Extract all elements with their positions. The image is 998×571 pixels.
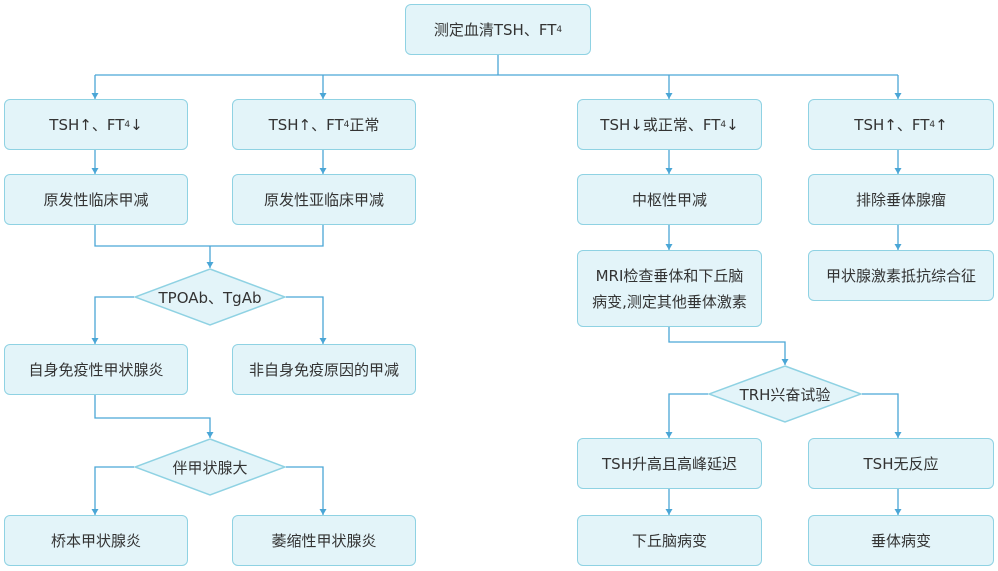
connector-arrowhead bbox=[91, 168, 99, 174]
connector-arrowhead bbox=[894, 168, 902, 174]
flow-link bbox=[668, 327, 786, 365]
node-central-hypo: 中枢性甲减 bbox=[577, 174, 762, 225]
connector-arrowhead bbox=[665, 93, 673, 99]
connector-arrowhead bbox=[894, 244, 902, 250]
decision-label: 伴甲状腺大 bbox=[172, 458, 248, 477]
connector-arrowhead bbox=[781, 359, 789, 365]
connector-arrowhead bbox=[894, 509, 902, 515]
node-hypothalamic-lesion: 下丘脑病变 bbox=[577, 515, 762, 566]
connector-arrowhead bbox=[665, 509, 673, 515]
connector-arrowhead bbox=[206, 432, 214, 438]
decision-branch bbox=[286, 466, 324, 515]
connector-arrowhead bbox=[91, 93, 99, 99]
flow-link bbox=[94, 395, 211, 438]
node-primary-clinical-hypo: 原发性临床甲减 bbox=[4, 174, 188, 225]
connector-arrowhead bbox=[665, 432, 673, 438]
node-thyroid-hormone-resistance: 甲状腺激素抵抗综合征 bbox=[808, 250, 994, 301]
decision-tpoab-tgab: TPOAb、TgAb bbox=[134, 268, 286, 326]
connector-arrowhead bbox=[91, 509, 99, 515]
merge-bus bbox=[94, 225, 324, 247]
decision-branch bbox=[94, 466, 134, 515]
node-hashimoto: 桥本甲状腺炎 bbox=[4, 515, 188, 566]
decision-branch bbox=[94, 296, 134, 344]
node-exclude-pituitary-tumor: 排除垂体腺瘤 bbox=[808, 174, 994, 225]
connector-arrowhead bbox=[206, 262, 214, 268]
node-tsh-no-response: TSH无反应 bbox=[808, 438, 994, 489]
decision-with-goiter: 伴甲状腺大 bbox=[134, 438, 286, 496]
node-primary-subclinical-hypo: 原发性亚临床甲减 bbox=[232, 174, 416, 225]
node-tsh-rise-delayed-peak: TSH升高且高峰延迟 bbox=[577, 438, 762, 489]
connector-arrowhead bbox=[319, 338, 327, 344]
connector-arrowhead bbox=[319, 168, 327, 174]
connector-arrowhead bbox=[91, 338, 99, 344]
connector-arrowhead bbox=[665, 168, 673, 174]
connector-arrowhead bbox=[319, 93, 327, 99]
decision-label: TRH兴奋试验 bbox=[739, 385, 831, 404]
diamond-shape bbox=[708, 365, 862, 423]
decision-trh-test: TRH兴奋试验 bbox=[708, 365, 862, 423]
decision-branch bbox=[668, 393, 708, 438]
node-autoimmune-thyroiditis: 自身免疫性甲状腺炎 bbox=[4, 344, 188, 395]
decision-branch bbox=[862, 393, 899, 438]
decision-branch bbox=[286, 296, 324, 344]
node-pituitary-lesion: 垂体病变 bbox=[808, 515, 994, 566]
diamond-shape bbox=[134, 438, 286, 496]
connector-arrowhead bbox=[665, 244, 673, 250]
decision-label: TPOAb、TgAb bbox=[158, 288, 262, 307]
diamond-shape bbox=[134, 268, 286, 326]
connector-arrowhead bbox=[319, 509, 327, 515]
node-mri-check: MRI检查垂体和下丘脑病变,测定其他垂体激素 bbox=[577, 250, 762, 327]
connector-arrowhead bbox=[894, 432, 902, 438]
node-atrophic-thyroiditis: 萎缩性甲状腺炎 bbox=[232, 515, 416, 566]
connector-arrowhead bbox=[894, 93, 902, 99]
node-non-autoimmune-hypo: 非自身免疫原因的甲减 bbox=[232, 344, 416, 395]
